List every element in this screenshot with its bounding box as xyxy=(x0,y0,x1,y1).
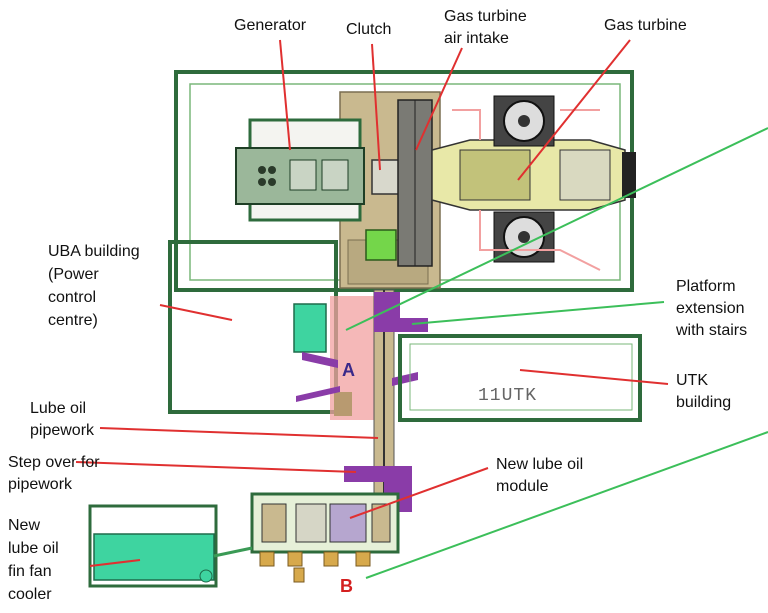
marker-a: A xyxy=(342,360,355,380)
cooler-outline xyxy=(88,504,218,588)
cooler-pump xyxy=(199,569,213,583)
gas-turbine-body xyxy=(431,139,636,211)
lube-oil-module-detail xyxy=(261,503,391,543)
utk-plan-text: 11UTK xyxy=(478,386,538,406)
cooler-pipe xyxy=(213,546,253,558)
red-leader-lines xyxy=(75,39,669,567)
generator-detail xyxy=(258,159,349,191)
marker-b: B xyxy=(340,576,353,596)
lube-oil-pipework-label: Lube oil pipework xyxy=(30,400,95,439)
utk-building-outline xyxy=(398,334,642,422)
new-lube-oil-cooler-label: New lube oil fin fan cooler xyxy=(8,517,59,603)
cooler-body xyxy=(93,533,215,581)
step-over-label: Step over for pipework xyxy=(8,454,100,493)
generator-label: Generator xyxy=(234,17,307,34)
green-box xyxy=(365,229,397,261)
utk-building-inner xyxy=(409,343,633,411)
new-lube-oil-module-label: New lube oil module xyxy=(496,456,584,495)
uba-building-label: UBA building (Power control centre) xyxy=(48,243,140,329)
gas-turbine-air-intake-label: Gas turbine air intake xyxy=(444,8,527,47)
uba-equipment xyxy=(293,303,327,353)
utk-building-label: UTK building xyxy=(676,372,732,411)
green-leader-lines xyxy=(345,127,768,579)
module-feet xyxy=(259,551,371,583)
zone-a-tan xyxy=(334,392,352,416)
hall-piping xyxy=(452,109,601,271)
turbine-fan-top xyxy=(493,95,555,147)
clutch-label: Clutch xyxy=(346,21,392,38)
platform-extension-label: Platform extension with stairs xyxy=(676,278,748,339)
gas-turbine-label: Gas turbine xyxy=(604,17,687,34)
